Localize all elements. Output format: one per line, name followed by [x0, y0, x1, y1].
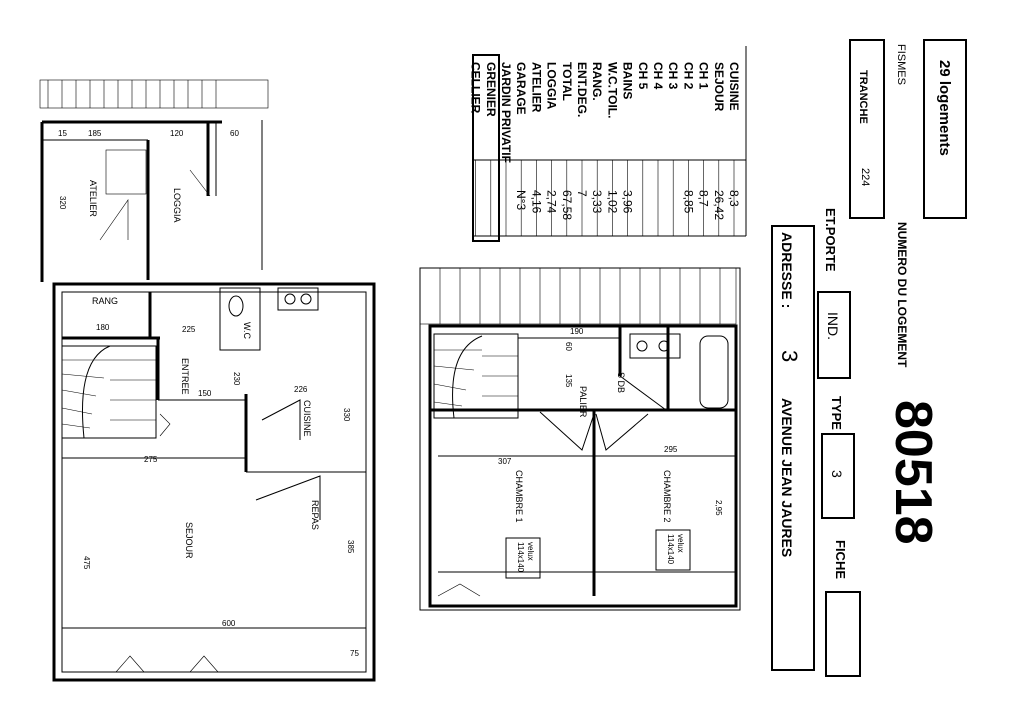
- dim-60-ff: 60: [564, 342, 573, 351]
- chambre1-label: CHAMBRE 1: [514, 470, 524, 523]
- surface-label: CH 4: [651, 62, 665, 90]
- sejour-label: SEJOUR: [184, 522, 194, 559]
- ground-floor-plan: ATELIER LOGGIA 185 120 60 15 320 RANG 18…: [39, 79, 376, 682]
- palier-label: PALIER: [578, 386, 588, 418]
- first-floor-plan: PALIER 190 60 135 S DB 307 295 2,95 CHAM…: [419, 267, 741, 611]
- etporte-value: IND.: [825, 312, 841, 340]
- velux2-window: [655, 529, 691, 571]
- tranche-label: TRANCHE: [857, 70, 869, 124]
- etporte-box: [817, 291, 851, 379]
- type-value: 3: [829, 470, 845, 478]
- adresse-street: AVENUE JEAN JAURES: [779, 398, 795, 557]
- dim-320: 320: [58, 196, 67, 210]
- dim-75: 75: [350, 649, 359, 658]
- velux1-size: 114x140: [516, 542, 525, 573]
- dim-226: 226: [294, 385, 308, 394]
- surface-label: GARAGE: [514, 62, 528, 115]
- surface-label: ATELIER: [529, 62, 543, 113]
- adresse-number: 3: [777, 350, 802, 362]
- chambre2-label: CHAMBRE 2: [662, 470, 672, 523]
- dim-307: 307: [498, 457, 512, 466]
- dim-190: 190: [570, 327, 584, 336]
- dim-150: 150: [198, 389, 212, 398]
- dim-185: 185: [88, 129, 102, 138]
- fismes-text: FISMES: [895, 44, 907, 85]
- velux1-window: [505, 537, 541, 579]
- logements-box: [923, 39, 967, 219]
- velux1-label: velux: [526, 542, 535, 561]
- dim-60: 60: [230, 129, 239, 138]
- surface-label: TOTAL: [560, 62, 574, 101]
- surface-label: ENT.DEG.: [575, 62, 589, 117]
- atelier-label: ATELIER: [88, 180, 98, 217]
- surface-label: CH 5: [636, 62, 650, 90]
- surface-label: GRENIER: [484, 62, 498, 117]
- fiche-box: [825, 591, 861, 677]
- dim-475: 475: [82, 556, 91, 570]
- logements-text: 29 logements: [936, 60, 953, 156]
- numero-label: NUMERO DU LOGEMENT: [895, 222, 909, 368]
- first-floor-outline: [419, 267, 741, 611]
- dim-135: 135: [564, 374, 573, 388]
- surface-label: RANG.: [590, 62, 604, 101]
- dim-180: 180: [96, 323, 110, 332]
- surface-label: CH 2: [681, 62, 695, 90]
- fiche-label: FICHE: [833, 540, 848, 579]
- dim-295: 295: [664, 445, 678, 454]
- dim-230: 230: [232, 372, 241, 386]
- surface-label: SEJOUR: [712, 62, 726, 112]
- surface-label: CUISINE: [727, 62, 741, 111]
- loggia-label: LOGGIA: [172, 188, 182, 223]
- type-box: [821, 433, 855, 519]
- velux2-label: velux: [676, 534, 685, 553]
- tranche-value: 224: [859, 168, 871, 186]
- sdb-label: S DB: [616, 372, 626, 393]
- rang-label: RANG: [92, 296, 118, 306]
- dim-15: 15: [58, 129, 67, 138]
- wc-room: [219, 287, 261, 351]
- hatch-band: [47, 80, 217, 108]
- surface-label: CH 3: [666, 62, 680, 90]
- dim-385: 385: [346, 540, 355, 554]
- surface-label: CELLIER: [469, 62, 483, 114]
- velux2-size: 114x140: [666, 534, 675, 565]
- dim-330: 330: [342, 408, 351, 422]
- surface-label: W.C.TOIL.: [605, 62, 619, 118]
- adresse-box: [771, 225, 815, 671]
- adresse-label: ADRESSE :: [779, 232, 795, 308]
- repas-label: REPAS: [310, 500, 320, 530]
- header-block: 29 logements FISMES TRANCHE 224 NUMERO D…: [771, 39, 967, 677]
- total-row-box: [472, 54, 500, 242]
- surface-label: BAINS: [621, 62, 635, 99]
- cuisine-label: CUISINE: [302, 400, 312, 437]
- roof-hatch: [439, 268, 721, 324]
- surface-label: JARDIN PRIVATIF: [499, 62, 513, 163]
- surface-label: CH 1: [697, 62, 711, 90]
- type-label: TYPE: [829, 396, 844, 430]
- tranche-box: [849, 39, 885, 219]
- dim-120: 120: [170, 129, 184, 138]
- surface-label: LOGGIA: [545, 62, 559, 110]
- wc-label: W.C: [242, 322, 252, 339]
- dim-275: 275: [144, 455, 158, 464]
- ground-floor-outline: [52, 282, 376, 682]
- entree-label: ENTREE: [180, 358, 190, 395]
- numero-value: 80518: [884, 400, 942, 545]
- etporte-label: ET.PORTE: [823, 208, 838, 272]
- dim-600: 600: [222, 619, 236, 628]
- dim-225: 225: [182, 325, 196, 334]
- dim-295b: 2,95: [714, 500, 723, 516]
